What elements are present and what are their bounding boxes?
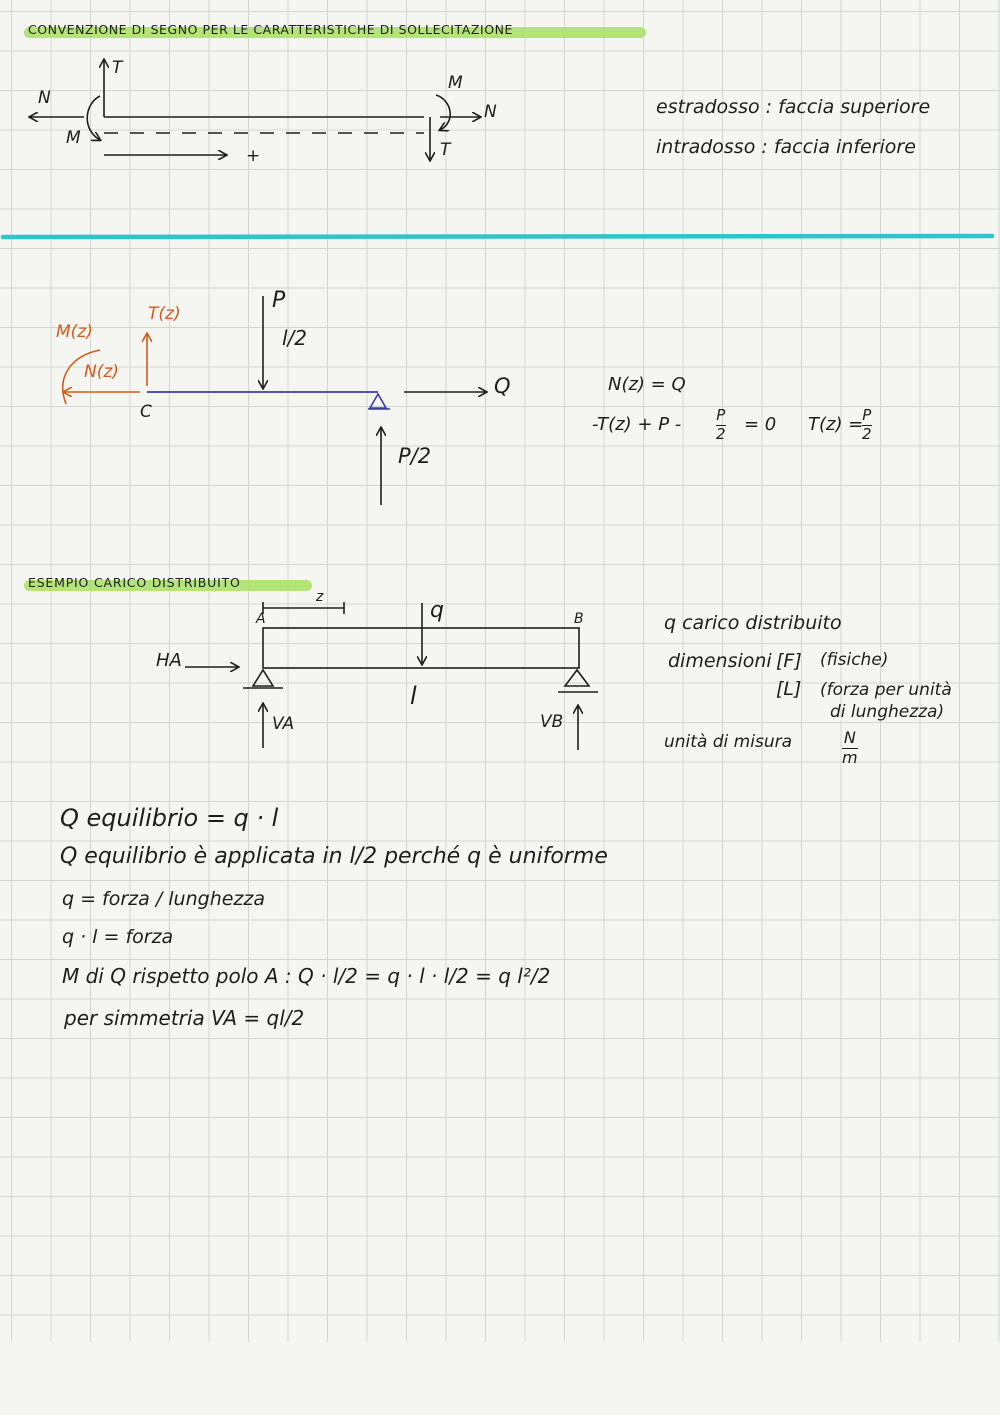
label-B: B [574,611,584,627]
label-VB: VB [540,712,564,732]
label-plus: + [246,146,261,166]
label-T-right: T [440,140,451,160]
note-dimensioni: dimensioni [668,650,772,672]
label-N-right: N [484,102,497,122]
label-Nz: N(z) [84,362,119,382]
label-T-left: T [112,58,123,78]
title-highlight-distributed [24,580,312,591]
note-di-lunghezza: di lunghezza) [830,702,945,722]
section-title-distributed-load: ESEMPIO CARICO DISTRIBUITO [28,575,241,590]
formula-q-equilibrio: Q equilibrio = q · l [60,804,279,832]
sign-convention-diagram [30,60,480,160]
label-Mz: M(z) [56,322,93,342]
beam [262,627,580,669]
label-l-half: l/2 [282,326,308,350]
note-unit-F: [F] [776,650,802,672]
note-unita-di-misura: unità di misura [664,732,792,752]
moment-arrow-right [435,94,451,130]
label-HA: HA [156,650,182,671]
label-Tz: T(z) [148,304,181,324]
label-M-left: M [66,128,81,148]
label-N-left: N [38,88,51,108]
equation-T-left: -T(z) + P - [592,414,682,435]
pin-support-A-icon [243,668,283,689]
section-divider [0,233,995,240]
note-fisiche: (fisiche) [820,650,889,670]
note-forza-per-unita: (forza per unità [820,680,952,700]
equation-N: N(z) = Q [608,374,686,395]
formula-simmetria: per simmetria VA = ql/2 [64,1006,305,1030]
formula-ql-forza: q · l = forza [62,926,174,948]
title-highlight [24,27,646,38]
equation-T-result: T(z) = [808,414,864,435]
bottom-margin [0,1342,1000,1415]
label-VA: VA [272,714,295,734]
label-z: z [316,589,324,605]
roller-support-B-icon [558,668,598,693]
label-M-right: M [448,73,463,93]
label-P: P [272,288,286,313]
note-unit-L: [L] [776,678,802,700]
moment-arrow-left [86,95,100,140]
equation-T-right: = 0 [744,414,777,435]
note-intradosso: intradosso : faccia inferiore [656,136,916,158]
formula-applicata: Q equilibrio è applicata in l/2 perché q… [60,844,608,869]
label-C: C [140,402,152,422]
formula-q-forza-lunghezza: q = forza / lunghezza [62,888,266,910]
section-title-sign-convention: CONVENZIONE DI SEGNO PER LE CARATTERISTI… [28,22,513,37]
moment-arc-icon [62,349,101,405]
label-Q: Q [494,374,511,398]
formula-momento: M di Q rispetto polo A : Q · l/2 = q · l… [62,964,551,988]
note-carico-distribuito: q carico distribuito [664,612,842,634]
label-P-half: P/2 [398,444,432,468]
label-l: l [410,682,417,710]
label-q: q [430,598,444,623]
note-estradosso: estradosso : faccia superiore [656,96,931,118]
label-A: A [256,611,266,627]
free-body-diagram [63,296,486,505]
distributed-load-diagram [185,602,598,750]
roller-support-icon [368,392,390,410]
